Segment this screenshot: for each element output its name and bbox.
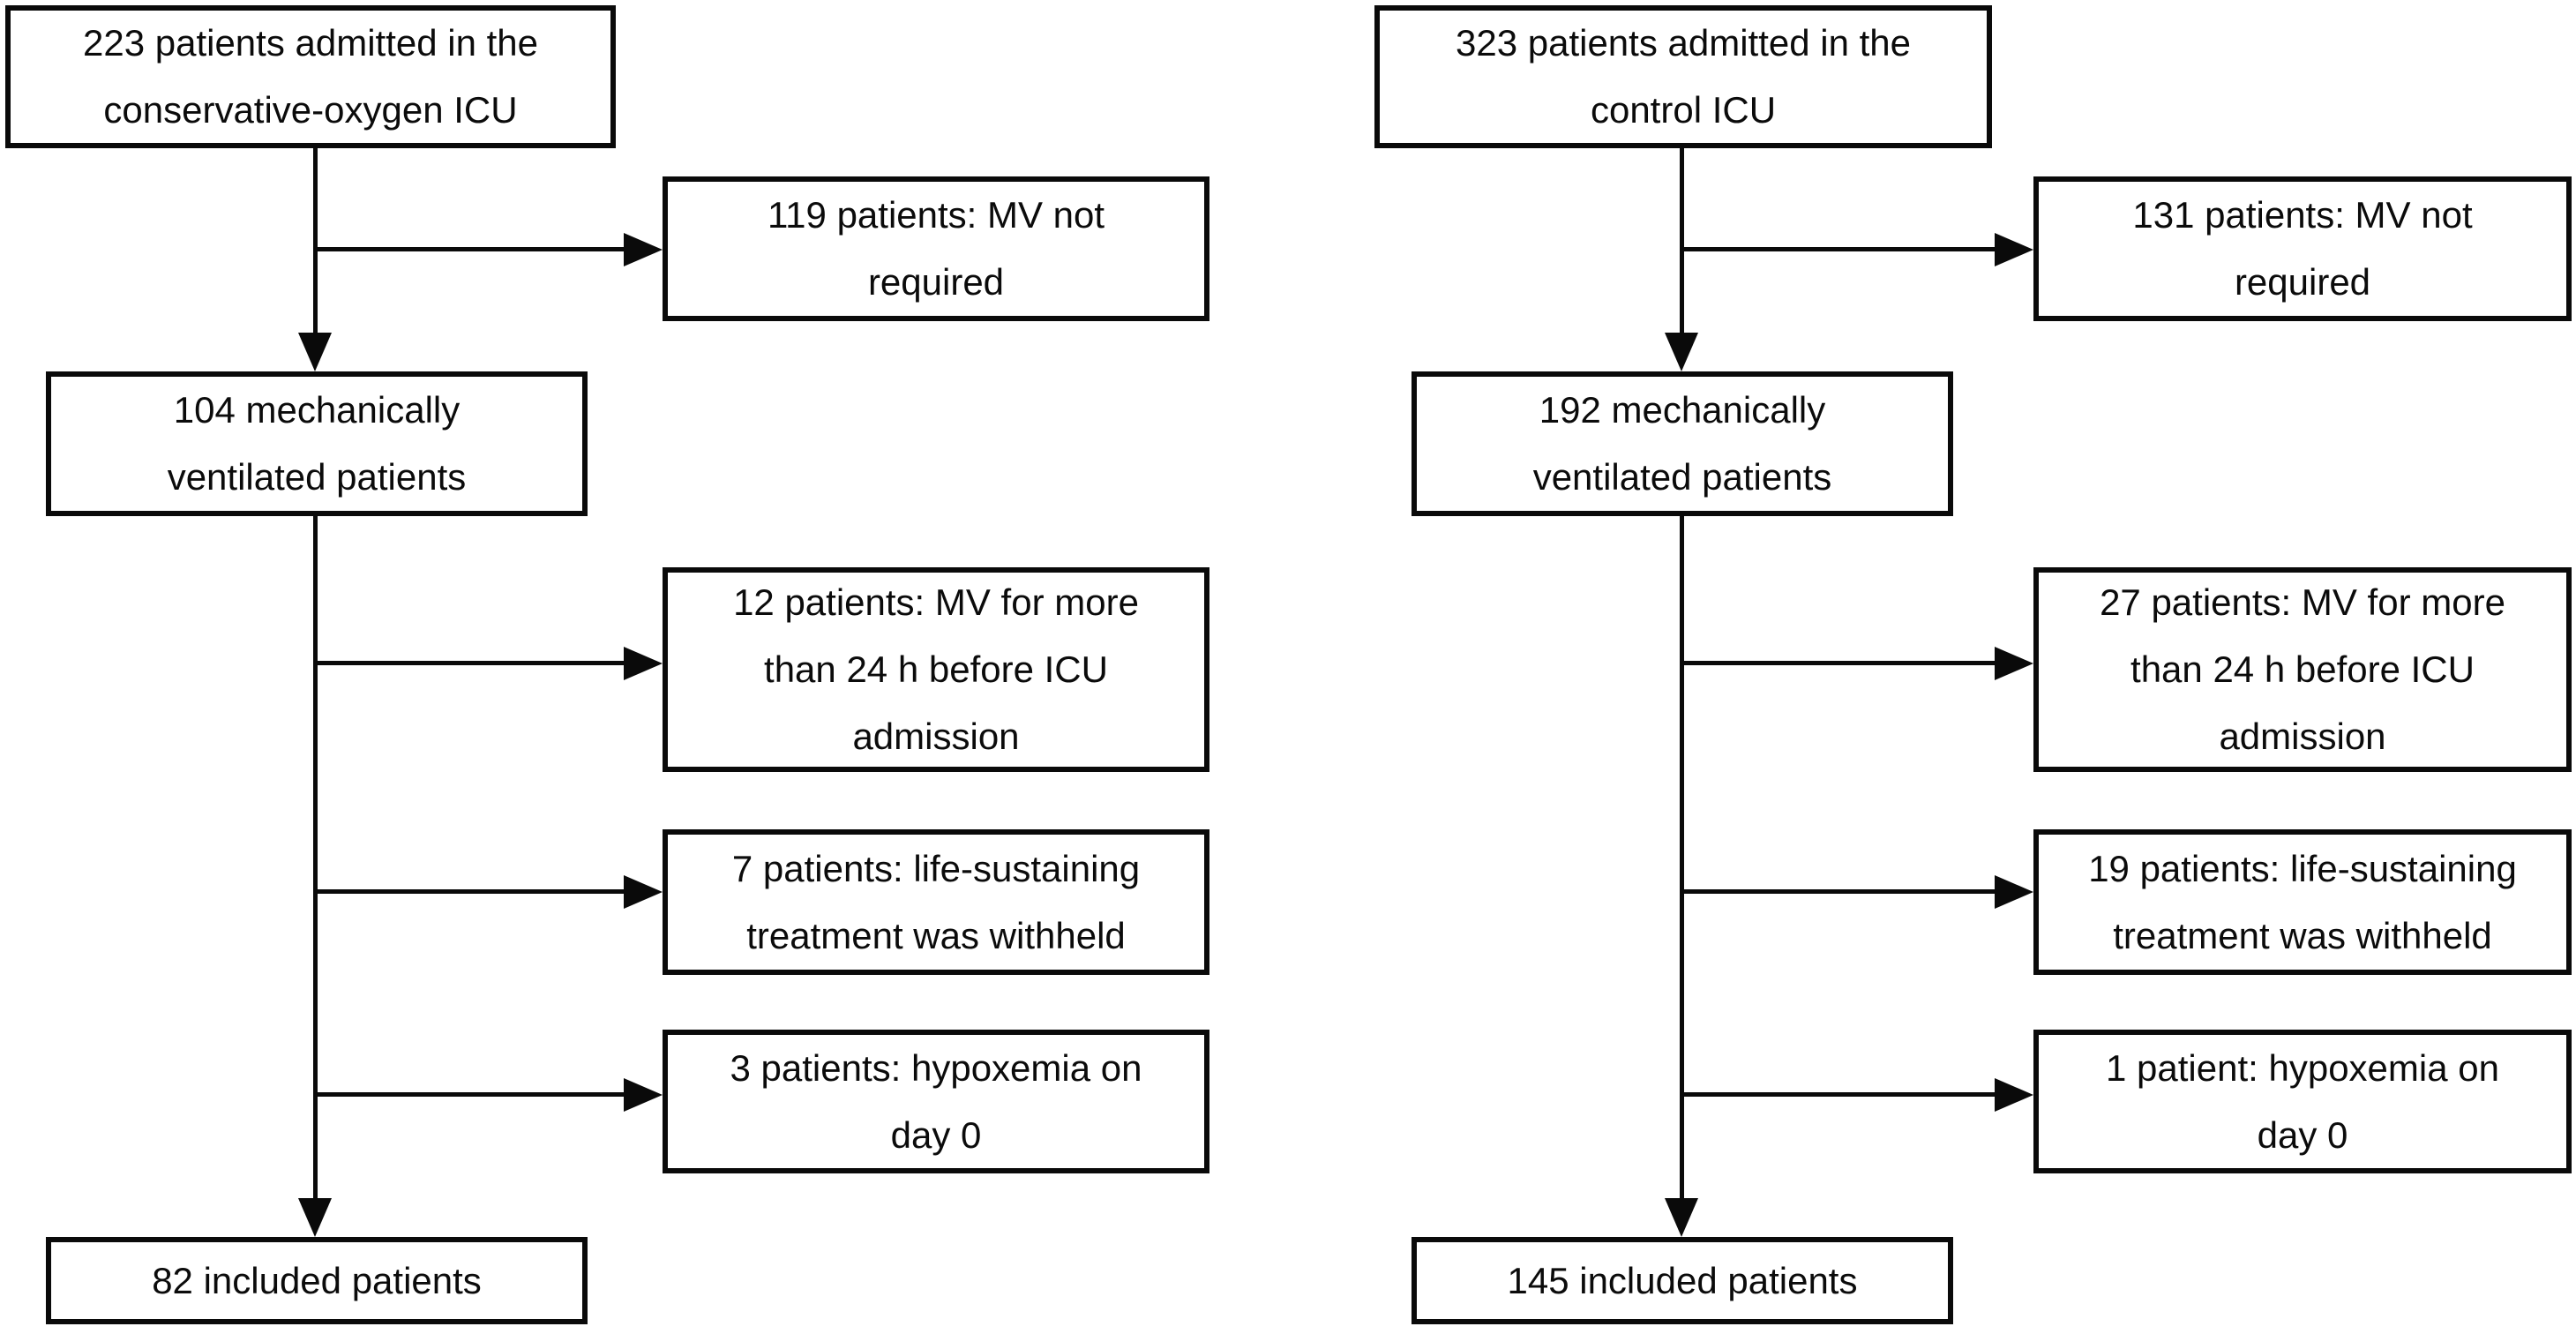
node-text-line: admission [2219,716,2386,757]
node-text-line: 145 included patients [1507,1259,1858,1301]
node-text-line: day 0 [2257,1113,2348,1156]
arrowhead-right-icon [1995,1078,2033,1112]
arrowhead-right-icon [624,233,663,266]
connector-conservative-trunk-upper [313,148,318,339]
node-conservative-hypoxemia: 3 patients: hypoxemia on day 0 [663,1030,1209,1173]
connector-conservative-branch-hypoxemia [315,1092,625,1097]
node-control-mv-not-required: 131 patients: MV not required [2033,176,2572,321]
node-text-line: 131 patients: MV not [2132,194,2473,236]
connector-control-trunk-lower [1680,515,1684,1200]
node-text-line: 82 included patients [152,1259,482,1301]
node-text-line: 27 patients: MV for more [2100,581,2505,623]
node-text-line: 192 mechanically [1539,389,1826,431]
node-text-line: admission [852,716,1020,757]
node-text-line: than 24 h before ICU [2130,648,2475,690]
connector-conservative-branch-mv-not-required [315,247,625,251]
arrowhead-right-icon [1995,233,2033,266]
node-conservative-life-sustaining: 7 patients: life-sustaining treatment wa… [663,829,1209,975]
node-text-line: required [867,261,1005,303]
node-conservative-mv-before-icu: 12 patients: MV for more than 24 h befor… [663,567,1209,772]
connector-conservative-branch-life-sustaining [315,889,625,894]
arrowhead-down-icon [1665,1198,1698,1237]
connector-conservative-branch-mv-before-icu [315,661,625,665]
node-text-line: ventilated patients [167,456,467,498]
node-text-line: treatment was withheld [746,914,1126,956]
node-conservative-mv-not-required: 119 patients: MV not required [663,176,1209,321]
arrowhead-right-icon [1995,875,2033,909]
node-control-mv-before-icu: 27 patients: MV for more than 24 h befor… [2033,567,2572,772]
node-control-admitted: 323 patients admitted in the control ICU [1374,5,1992,148]
arrowhead-down-icon [298,1198,332,1237]
node-conservative-ventilated: 104 mechanically ventilated patients [46,371,588,516]
connector-control-branch-mv-before-icu [1681,661,1995,665]
arrowhead-right-icon [624,875,663,909]
node-text-line: than 24 h before ICU [764,648,1108,690]
node-control-included: 145 included patients [1412,1237,1953,1324]
node-text-line: 12 patients: MV for more [733,581,1139,623]
connector-control-branch-hypoxemia [1681,1092,1995,1097]
node-conservative-included: 82 included patients [46,1237,588,1324]
connector-conservative-trunk-lower [313,515,318,1200]
node-text-line: day 0 [890,1113,982,1156]
node-control-ventilated: 192 mechanically ventilated patients [1412,371,1953,516]
node-control-life-sustaining: 19 patients: life-sustaining treatment w… [2033,829,2572,975]
node-text-line: 323 patients admitted in the [1455,22,1912,64]
node-text-line: treatment was withheld [2113,914,2492,956]
arrowhead-right-icon [624,1078,663,1112]
node-text-line: 1 patient: hypoxemia on [2106,1046,2499,1089]
arrowhead-down-icon [1665,333,1698,371]
node-text-line: 104 mechanically [173,389,461,431]
node-text-line: 223 patients admitted in the [82,22,539,64]
node-text-line: 119 patients: MV not [767,194,1105,236]
node-text-line: control ICU [1590,89,1777,131]
node-text-line: required [2234,261,2371,303]
arrowhead-right-icon [624,647,663,680]
node-text-line: ventilated patients [1532,456,1832,498]
connector-control-branch-mv-not-required [1681,247,1995,251]
node-text-line: conservative-oxygen ICU [103,89,518,131]
arrowhead-down-icon [298,333,332,371]
node-control-hypoxemia: 1 patient: hypoxemia on day 0 [2033,1030,2572,1173]
node-text-line: 7 patients: life-sustaining [731,847,1141,889]
connector-control-trunk-upper [1680,148,1684,339]
node-conservative-admitted: 223 patients admitted in the conservativ… [5,5,616,148]
connector-control-branch-life-sustaining [1681,889,1995,894]
node-text-line: 19 patients: life-sustaining [2088,847,2517,889]
node-text-line: 3 patients: hypoxemia on [730,1046,1142,1089]
arrowhead-right-icon [1995,647,2033,680]
